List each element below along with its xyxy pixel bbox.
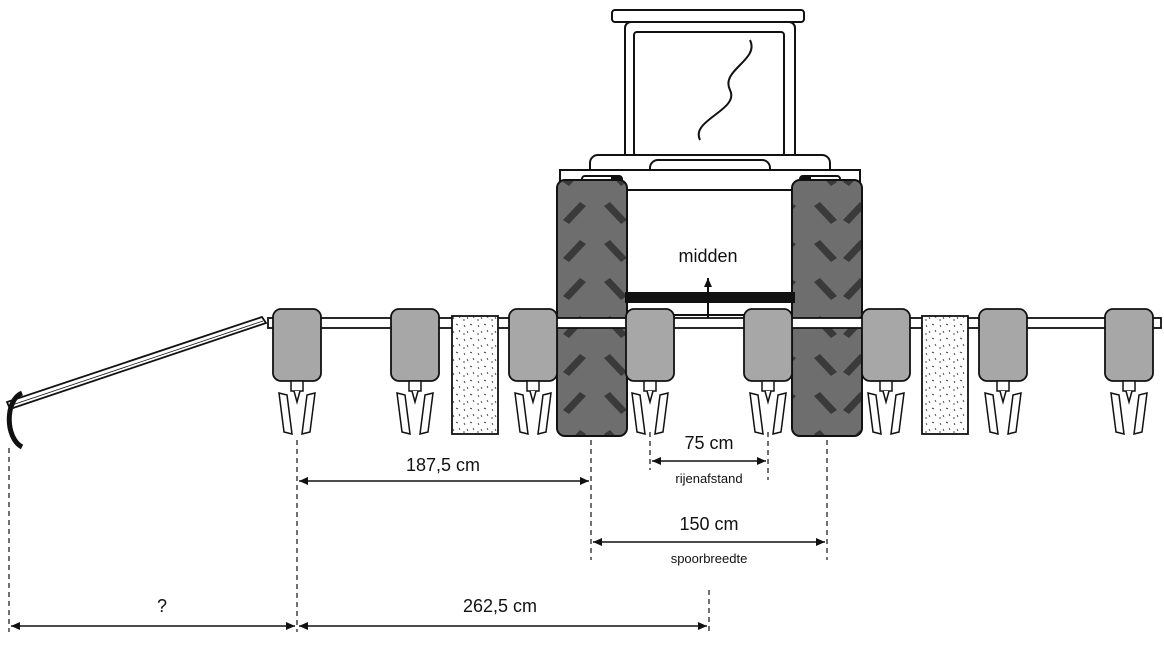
fertilizer-hopper-left: [451, 315, 499, 435]
seed-unit: [390, 308, 440, 435]
seed-unit: [978, 308, 1028, 435]
seed-unit: [743, 308, 793, 435]
track-width-dimension: 150 cm spoorbreedte: [593, 514, 825, 566]
unknown-dimension: ?: [11, 596, 295, 630]
tractor: [559, 9, 861, 316]
unknown-value: ?: [157, 596, 167, 616]
seed-unit: [272, 308, 322, 435]
toolbar-beam: [267, 317, 1162, 329]
reference-lines: [8, 432, 828, 632]
seed-unit: [861, 308, 911, 435]
track-width-value: 150 cm: [679, 514, 738, 534]
edge-to-track-value: 187,5 cm: [406, 455, 480, 475]
seed-unit: [625, 308, 675, 435]
left-tire: [556, 179, 628, 437]
center-marker: midden: [678, 246, 738, 318]
track-width-caption: spoorbreedte: [671, 551, 748, 566]
seed-unit: [508, 308, 558, 435]
rear-axle: [625, 292, 795, 303]
seed-unit: [1104, 308, 1154, 435]
folded-wing-arm: [5, 315, 268, 450]
edge-to-center-value: 262,5 cm: [463, 596, 537, 616]
row-spacing-dimension: 75 cm rijenafstand: [652, 433, 766, 486]
tractor-tires: [556, 179, 863, 437]
seed-units: [272, 308, 1154, 435]
center-label: midden: [678, 246, 737, 266]
right-tire: [791, 179, 863, 437]
edge-to-track-dimension: 187,5 cm: [299, 455, 589, 485]
row-spacing-value: 75 cm: [684, 433, 733, 453]
row-spacing-caption: rijenafstand: [675, 471, 742, 486]
edge-to-center-dimension: 262,5 cm: [299, 596, 707, 630]
fertilizer-hopper-right: [921, 315, 969, 435]
